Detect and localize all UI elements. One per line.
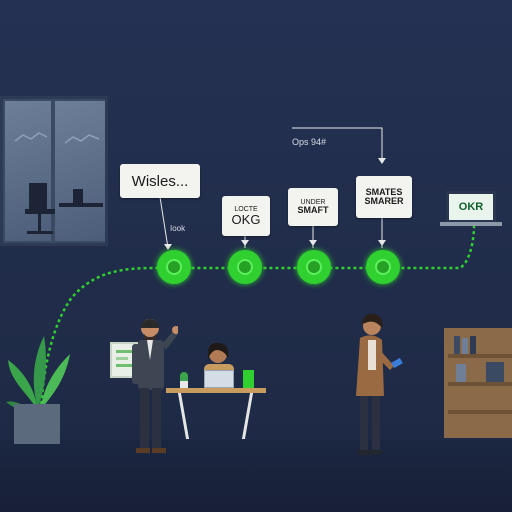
office-floor xyxy=(0,440,512,512)
smart-main-label: SMAFT xyxy=(297,205,329,215)
potted-plant xyxy=(6,336,70,444)
desk-green-cup xyxy=(243,370,254,388)
milestone-node-3 xyxy=(297,250,331,284)
okr-screen-label: OKR xyxy=(458,201,484,213)
desk-top xyxy=(166,388,266,393)
office-chair-silhouette xyxy=(14,132,103,234)
okg-card: LOCTE OKG xyxy=(222,196,270,236)
smarter-card: SMATES SMARER xyxy=(356,176,412,218)
small-step-label: Iook xyxy=(170,224,186,233)
wishes-label: Wisles... xyxy=(131,172,189,190)
milestone-node-4 xyxy=(366,250,400,284)
ops-label: Ops 94# xyxy=(292,137,327,147)
bookshelf xyxy=(444,328,512,438)
smart-card: UNDER SMAFT xyxy=(288,188,338,226)
desk-laptop xyxy=(204,370,234,388)
smarter-main-label: SMARER xyxy=(364,196,404,206)
smart-top-label: UNDER xyxy=(300,199,326,206)
milestone-node-2 xyxy=(228,250,262,284)
office-window xyxy=(0,96,108,246)
milestone-node-1 xyxy=(157,250,191,284)
smarter-top-label: SMATES xyxy=(365,187,403,197)
okg-main-label: OKG xyxy=(231,212,261,227)
laptop-base xyxy=(440,222,502,226)
standing-man xyxy=(132,319,178,453)
okr-screen: OKR xyxy=(446,191,496,223)
okg-top-label: LOCTE xyxy=(234,206,258,213)
wishes-card: Wisles... xyxy=(120,164,200,198)
desk-plant xyxy=(180,372,188,381)
standing-woman xyxy=(356,313,403,455)
desk-plant-pot xyxy=(180,380,188,388)
